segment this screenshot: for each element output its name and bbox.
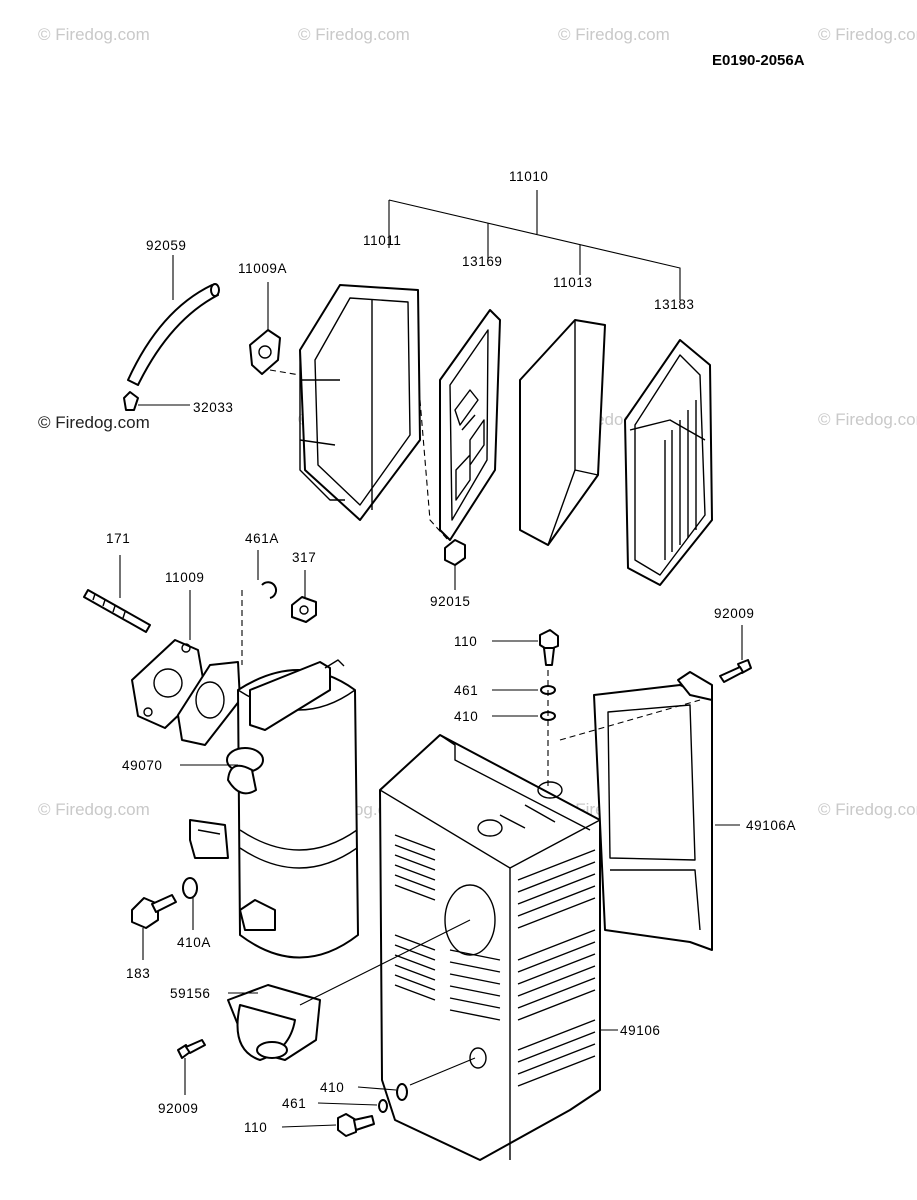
- air-cleaner-group: [123, 190, 713, 586]
- air-filter-element-11013: [519, 319, 606, 546]
- bolt-110-top: [539, 629, 559, 666]
- label-92059: 92059: [146, 238, 187, 253]
- muffler-49070: [189, 659, 359, 959]
- clamp-32033: [123, 391, 139, 411]
- leader-lines: [119, 255, 743, 1128]
- label-59156: 59156: [170, 986, 211, 1001]
- bolt-183: [131, 894, 177, 929]
- label-92009-bottom: 92009: [158, 1101, 199, 1116]
- nut-92015: [444, 539, 466, 566]
- label-461A: 461A: [245, 531, 279, 546]
- label-11010: 11010: [509, 169, 549, 184]
- label-410-top: 410: [454, 709, 478, 724]
- label-317: 317: [292, 550, 316, 565]
- label-92015: 92015: [430, 594, 471, 609]
- label-32033: 32033: [193, 400, 234, 415]
- label-410-bottom: 410: [320, 1080, 344, 1095]
- screw-92009-top: [719, 659, 752, 683]
- watermark-text: © Firedog.com: [558, 25, 670, 44]
- label-13183: 13183: [654, 297, 695, 312]
- part-labels: 11010 11011 13169 11013 13183 92059 1100…: [106, 169, 796, 1135]
- label-171: 171: [106, 531, 130, 546]
- label-11013: 11013: [553, 275, 593, 290]
- watermark-text: © Firedog.com: [818, 800, 917, 819]
- lock-washer-461-bottom: [378, 1099, 388, 1113]
- label-11009A: 11009A: [238, 261, 287, 276]
- bracket-11010: [388, 190, 681, 300]
- label-49106A: 49106A: [746, 818, 796, 833]
- stud-171: [83, 589, 151, 633]
- gasket-11009A: [249, 329, 281, 375]
- air-cleaner-base-11011: [299, 284, 421, 521]
- watermark-text: © Firedog.com: [38, 25, 150, 44]
- muffler-group: [83, 581, 359, 1061]
- watermark-text: © Firedog.com: [38, 800, 150, 819]
- bolt-110-bottom: [337, 1113, 375, 1137]
- label-13169: 13169: [462, 254, 503, 269]
- watermark-text: © Firedog.com: [298, 25, 410, 44]
- label-183: 183: [126, 966, 150, 981]
- tail-pipe-59156: [227, 984, 321, 1061]
- gasket-13169: [439, 309, 501, 541]
- watermark-text-dark: © Firedog.com: [38, 413, 150, 432]
- watermark-text: © Firedog.com: [818, 410, 917, 429]
- label-49070: 49070: [122, 758, 163, 773]
- muffler-cover-group: [299, 629, 752, 1161]
- screw-92009-bottom: [177, 1039, 206, 1059]
- breather-hose-92059: [127, 283, 220, 386]
- air-cleaner-cover-13183: [624, 339, 713, 586]
- label-11011: 11011: [363, 233, 402, 248]
- label-92009-top: 92009: [714, 606, 755, 621]
- label-461-bottom: 461: [282, 1096, 306, 1111]
- label-110-bottom: 110: [244, 1120, 267, 1135]
- label-49106: 49106: [620, 1023, 661, 1038]
- label-461-top: 461: [454, 683, 478, 698]
- washer-410A: [182, 877, 198, 899]
- lock-washer-461A: [261, 581, 277, 599]
- watermark-text: © Firedog.com: [818, 25, 917, 44]
- washer-410-bottom: [396, 1083, 408, 1101]
- nut-317: [291, 596, 317, 623]
- muffler-cover-49106: [379, 734, 601, 1161]
- label-410A: 410A: [177, 935, 211, 950]
- label-11009: 11009: [165, 570, 205, 585]
- label-110-top: 110: [454, 634, 477, 649]
- diagram-code: E0190-2056A: [712, 52, 805, 69]
- cover-plate-49106A: [593, 671, 713, 951]
